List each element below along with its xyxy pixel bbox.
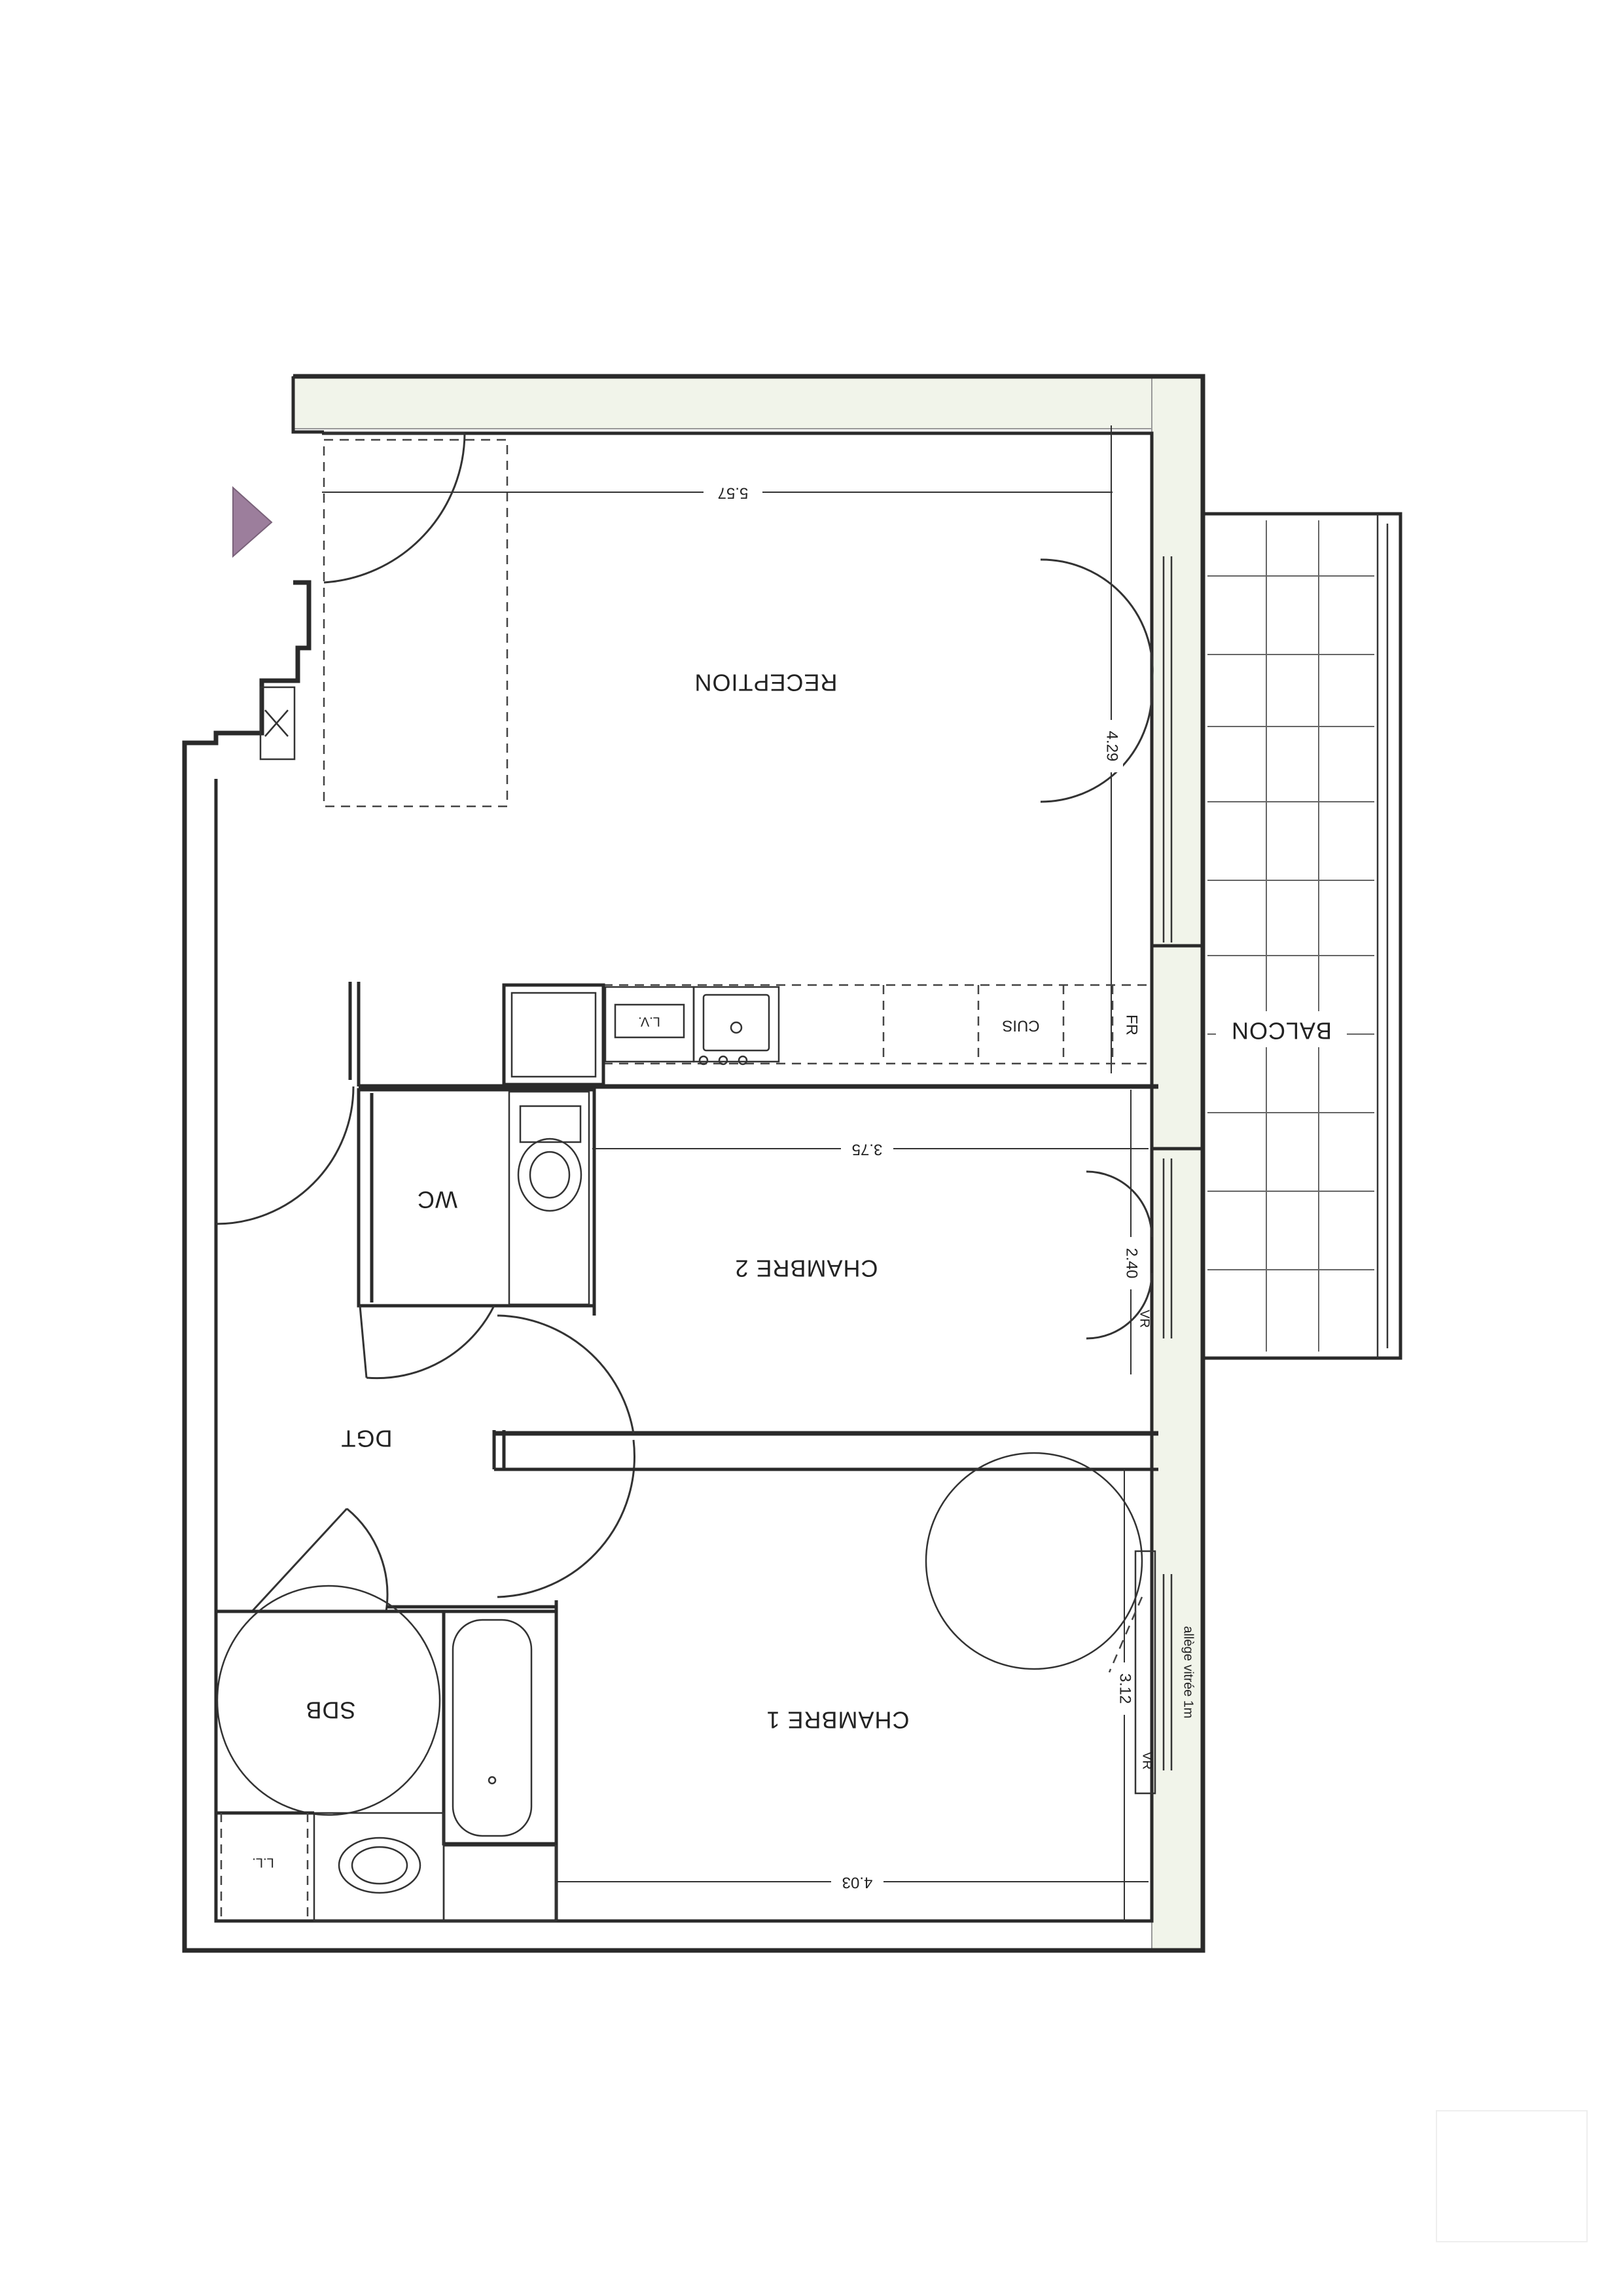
chambre-1-room: 4.03 3.12 VR allège vitrée 1m CHAMBRE 1 [386, 1452, 1196, 1921]
balcon-label: BALCON [1231, 1017, 1332, 1044]
ll-label: L.L. [252, 1856, 274, 1870]
kitchen-strip: L.V. CUIS FR [502, 944, 1205, 1151]
chambre-2-room: 3.75 2.40 VR CHAMBRE 2 [494, 1090, 1173, 1436]
reception-depth-label: 4.29 [1103, 731, 1121, 762]
wc-label: WC [417, 1186, 457, 1213]
chambre1-width-label: 4.03 [842, 1874, 873, 1892]
wc-room: WC [357, 1088, 596, 1308]
cuis-label: CUIS [1002, 1017, 1039, 1035]
sdb-room: SDB L.L. [214, 1585, 558, 1923]
chambre2-label: CHAMBRE 2 [734, 1255, 878, 1282]
allege-label: allège vitrée 1m [1181, 1626, 1196, 1718]
reception-width-label: 5.57 [718, 484, 749, 502]
corner-mark [1436, 2110, 1588, 2242]
chambre2-width-label: 3.75 [852, 1141, 883, 1158]
lv-label: L.V. [638, 1014, 660, 1029]
balcony: BALCON [1201, 512, 1402, 1360]
entrance-door [323, 432, 508, 808]
vr-chambre1-label: VR [1140, 1751, 1154, 1770]
fr-label: FR [1123, 1014, 1141, 1035]
reception-label: RECEPTION [694, 669, 837, 696]
chambre2-depth-label: 2.40 [1123, 1248, 1141, 1279]
chambre1-label: CHAMBRE 1 [766, 1706, 909, 1733]
chambre1-depth-label: 3.12 [1116, 1674, 1134, 1704]
dgt-label: DGT [341, 1425, 393, 1452]
dgt-hallway: DGT [251, 1305, 1158, 1613]
entrance-arrow-icon [232, 486, 273, 558]
exterior-walls [182, 374, 1205, 1953]
reception-dimensions: 5.57 4.29 [322, 425, 1123, 1073]
vr-chambre2-label: VR [1137, 1310, 1152, 1328]
hall-door [214, 1086, 355, 1225]
sdb-label: SDB [305, 1696, 355, 1723]
